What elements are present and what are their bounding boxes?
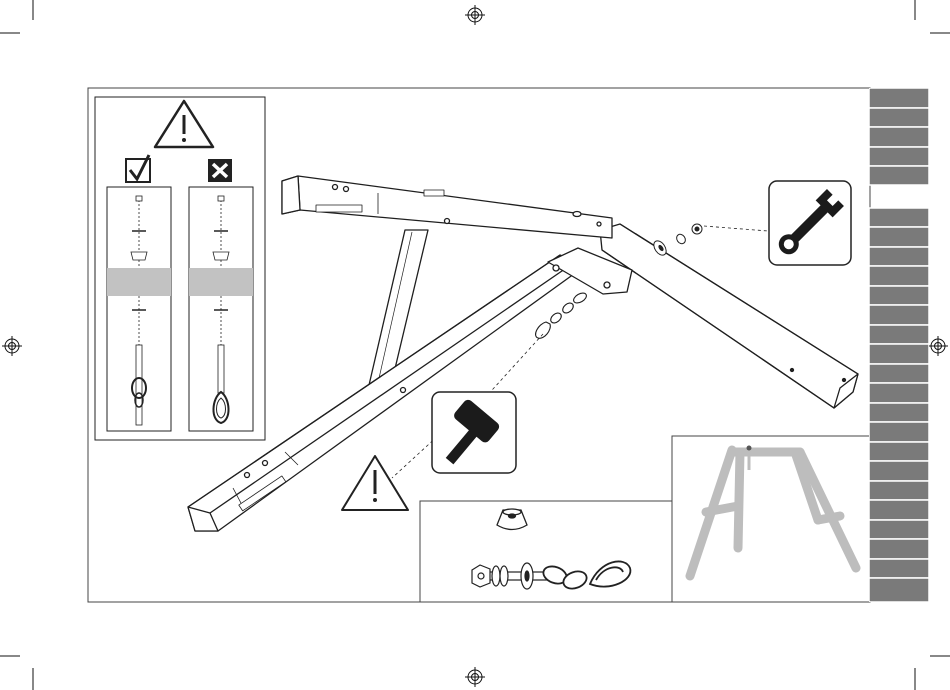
- incorrect-example: [189, 187, 253, 431]
- wrench-icon: [769, 181, 851, 265]
- mallet-icon: [429, 392, 516, 473]
- section-tabs: [869, 88, 929, 602]
- fastener-set: [651, 224, 702, 257]
- hanging-hook: [536, 291, 588, 338]
- correct-example: [107, 187, 171, 431]
- registration-mark-top: [465, 5, 485, 25]
- warning-panel: [95, 97, 265, 440]
- a-frame-assembly: [188, 176, 858, 531]
- snap-hook: [590, 561, 630, 586]
- registration-mark-bottom: [465, 667, 485, 687]
- swing-frame-overview: [672, 436, 870, 602]
- cup-washer: [497, 509, 527, 530]
- registration-mark-right: [928, 336, 948, 356]
- warning-triangle-icon: [342, 456, 408, 510]
- cross-box-icon: [208, 159, 232, 182]
- parts-panel: [420, 501, 672, 602]
- check-box-icon: [126, 155, 150, 182]
- registration-mark-left: [2, 336, 22, 356]
- chain-link: [541, 563, 589, 591]
- eye-bolt-with-washers: [472, 563, 548, 589]
